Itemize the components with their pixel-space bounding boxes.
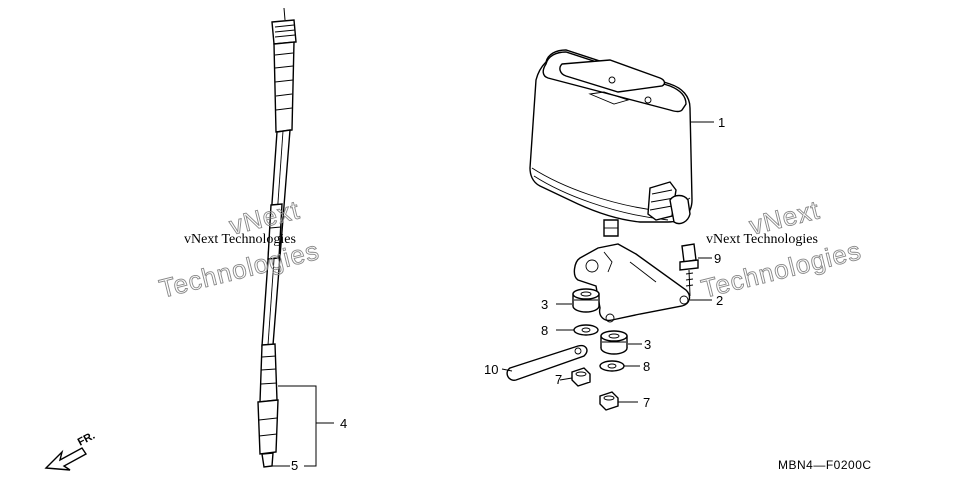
nut-b — [599, 391, 619, 411]
bolt — [679, 243, 699, 297]
watermark-left: vNext Technologies vNext Technologies — [156, 194, 323, 304]
nut-a — [571, 367, 591, 387]
rubber-grommet-b — [600, 330, 628, 355]
speedometer-meter — [529, 49, 693, 237]
strap — [506, 344, 588, 381]
diagram-code: MBN4—F0200C — [778, 458, 872, 472]
watermark-left-small: vNext Technologies — [184, 232, 296, 247]
watermark-right: vNext Technologies vNext Technologies — [698, 194, 865, 304]
callout-nut-b: 7 — [643, 395, 650, 410]
callout-washer-b: 8 — [643, 359, 650, 374]
front-direction-arrow-icon — [44, 447, 88, 471]
callout-nut-a: 7 — [555, 372, 562, 387]
callout-rubber-b: 3 — [644, 337, 651, 352]
direction-label: FR. — [76, 430, 97, 449]
callout-strap: 10 — [484, 362, 498, 377]
callout-bolt: 9 — [714, 251, 721, 266]
callout-cable: 4 — [340, 416, 347, 431]
watermark-right-small: vNext Technologies — [706, 232, 818, 247]
callout-meter: 1 — [718, 115, 725, 130]
mounting-bracket — [573, 243, 691, 323]
callout-cable-end: 5 — [291, 458, 298, 473]
washer-a — [573, 324, 599, 336]
washer-b — [599, 360, 625, 372]
rubber-grommet-a — [572, 288, 600, 313]
speedometer-cable — [257, 7, 297, 468]
callout-bracket: 2 — [716, 293, 723, 308]
callout-washer-a: 8 — [541, 323, 548, 338]
callout-rubber-a: 3 — [541, 297, 548, 312]
